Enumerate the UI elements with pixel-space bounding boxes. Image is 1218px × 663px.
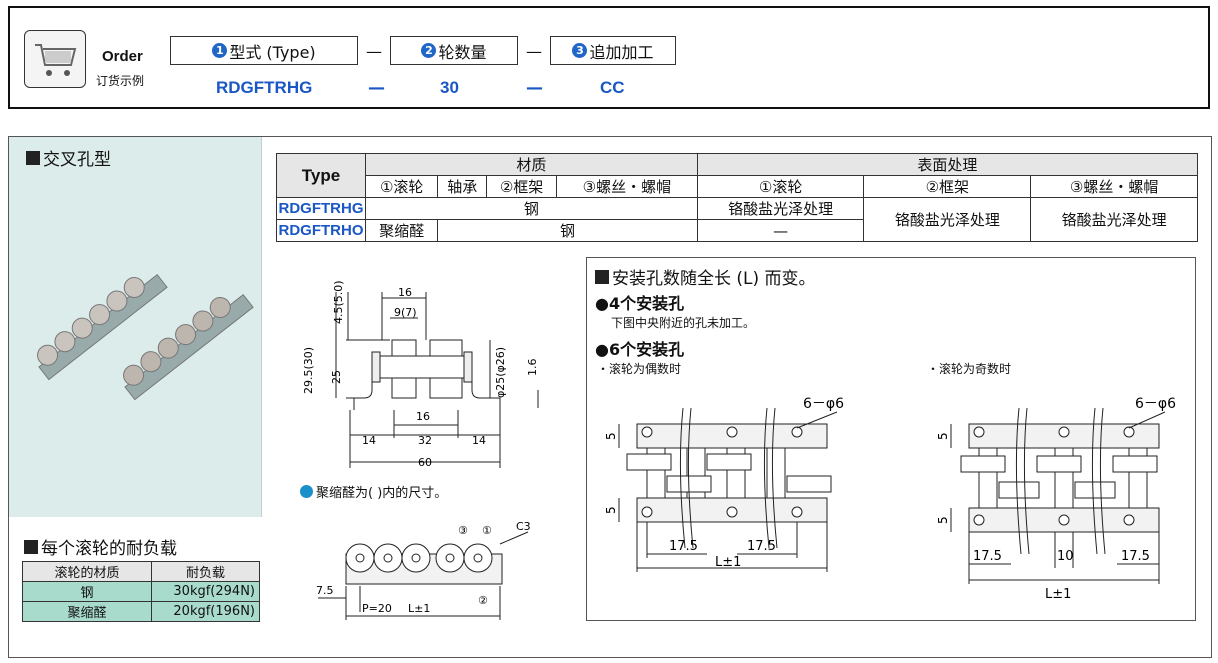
table-row: RDGFTRHG 钢 铬酸盐光泽处理 铬酸盐光泽处理 铬酸盐光泽处理: [276, 197, 1198, 242]
svg-text:L±1: L±1: [715, 555, 741, 570]
svg-text:L±1: L±1: [408, 602, 430, 615]
four-holes-title: ●4个安装孔: [595, 294, 685, 313]
svg-text:17.5: 17.5: [747, 539, 776, 554]
roller-material-cell: 聚缩醛: [364, 219, 439, 242]
table-row: RDGFTRHO 聚缩醛 钢 —: [276, 219, 1198, 242]
value-extra: CC: [600, 78, 625, 97]
sub-header: ①滚轮: [696, 175, 865, 198]
spec-table: Type 材质 表面处理 ①滚轮 轴承 ②框架 ③螺丝・螺帽 ①滚轮 ②框架 ③…: [276, 153, 1199, 242]
svg-text:φ25(φ26): φ25(φ26): [494, 347, 507, 398]
svg-text:5: 5: [936, 432, 950, 440]
side-view-drawing: 7.5 P=20 L±1 C3 ③ ① ②: [316, 520, 531, 620]
svg-text:14: 14: [472, 434, 486, 447]
svg-text:6－φ6: 6－φ6: [803, 396, 844, 412]
svg-text:7.5: 7.5: [316, 584, 334, 597]
value-separator: —: [526, 78, 543, 98]
svg-text:16: 16: [398, 286, 412, 299]
svg-text:17.5: 17.5: [1121, 549, 1150, 564]
order-label: Order: [102, 48, 143, 65]
four-holes-note: 下图中央附近的孔未加工。: [611, 316, 756, 330]
odd-drawing: 6－φ6 5 5 17.5 10 17.5 L±1: [936, 396, 1176, 602]
separator: —: [366, 42, 382, 61]
svg-text:②: ②: [478, 594, 488, 607]
value-type: RDGFTRHG: [216, 78, 313, 97]
load-header: 滚轮的材质: [22, 561, 152, 582]
table-row: 聚缩醛 20kgf(196N): [22, 601, 260, 622]
type-header: Type: [276, 153, 366, 198]
type-code: RDGFTRHO: [276, 219, 366, 242]
even-drawing: 6－φ6 5 5 17.5 17.5 L±1: [604, 396, 844, 572]
roller-surface-cell: —: [696, 219, 865, 242]
sub-header: ③螺丝・螺帽: [556, 175, 698, 198]
sub-header: ②框架: [486, 175, 558, 198]
section-title-cross-hole: 交叉孔型: [26, 145, 111, 170]
svg-text:5: 5: [936, 516, 950, 524]
svg-text:10: 10: [1057, 549, 1074, 564]
product-frame: [8, 136, 1212, 658]
value-separator: —: [368, 78, 385, 98]
svg-text:17.5: 17.5: [973, 549, 1002, 564]
material-header: 材质: [365, 153, 698, 176]
svg-text:14: 14: [362, 434, 376, 447]
svg-text:1.6: 1.6: [526, 359, 539, 377]
load-table: 滚轮的材质 耐负载 钢 30kgf(294N) 聚缩醛 20kgf(196N): [22, 561, 260, 622]
section-title-load: 每个滚轮的耐负载: [24, 534, 177, 559]
sub-header: ③螺丝・螺帽: [1030, 175, 1198, 198]
sub-header: ①滚轮: [364, 175, 439, 198]
six-holes-title: ●6个安装孔: [595, 340, 685, 359]
roller-surface-cell: 铬酸盐光泽处理: [696, 197, 865, 220]
screw-surface-cell: 铬酸盐光泽处理: [1030, 197, 1198, 242]
type-code: RDGFTRHG: [276, 197, 366, 220]
svg-text:29.5(30): 29.5(30): [302, 347, 315, 394]
svg-text:5: 5: [604, 432, 618, 440]
svg-text:6－φ6: 6－φ6: [1135, 396, 1176, 412]
svg-text:P=20: P=20: [362, 602, 392, 615]
svg-text:①: ①: [482, 524, 492, 537]
surface-header: 表面处理: [696, 153, 1199, 176]
cross-section-drawing: 16 9(7) 4.5(5.0) 29.5(30) 25 φ25(φ26) 1.…: [302, 280, 539, 469]
svg-text:25: 25: [330, 370, 343, 384]
sub-header: 轴承: [437, 175, 488, 198]
odd-label: ・滚轮为奇数时: [927, 362, 1012, 376]
even-label: ・滚轮为偶数时: [597, 362, 682, 376]
svg-text:③: ③: [458, 524, 468, 537]
value-wheel-count: 30: [440, 78, 459, 97]
table-row: 钢 30kgf(294N): [22, 581, 260, 602]
svg-text:5: 5: [604, 506, 618, 514]
conveyor-photo: [37, 273, 254, 401]
load-header: 耐负载: [151, 561, 260, 582]
separator: —: [526, 42, 542, 61]
shopping-cart-icon: [24, 30, 86, 88]
svg-text:60: 60: [418, 456, 432, 469]
material-cell: 钢: [437, 219, 698, 242]
product-image-panel: [9, 137, 262, 517]
install-holes-box: 安装孔数随全长 (L) 而变。 ●4个安装孔 下图中央附近的孔未加工。 ●6个安…: [586, 257, 1196, 621]
sub-header: ②框架: [863, 175, 1032, 198]
svg-text:17.5: 17.5: [669, 539, 698, 554]
svg-text:C3: C3: [516, 520, 531, 533]
dimension-note: 聚缩醛为( )内的尺寸。: [300, 482, 447, 501]
svg-text:4.5(5.0): 4.5(5.0): [332, 280, 345, 324]
frame-surface-cell: 铬酸盐光泽处理: [863, 197, 1032, 242]
order-sublabel: 订货示例: [96, 74, 145, 88]
svg-text:L±1: L±1: [1045, 587, 1071, 602]
svg-text:9(7): 9(7): [394, 306, 417, 319]
svg-text:32: 32: [418, 434, 432, 447]
svg-text:16: 16: [416, 410, 430, 423]
material-cell: 钢: [365, 197, 698, 220]
info-icon: [300, 485, 313, 498]
